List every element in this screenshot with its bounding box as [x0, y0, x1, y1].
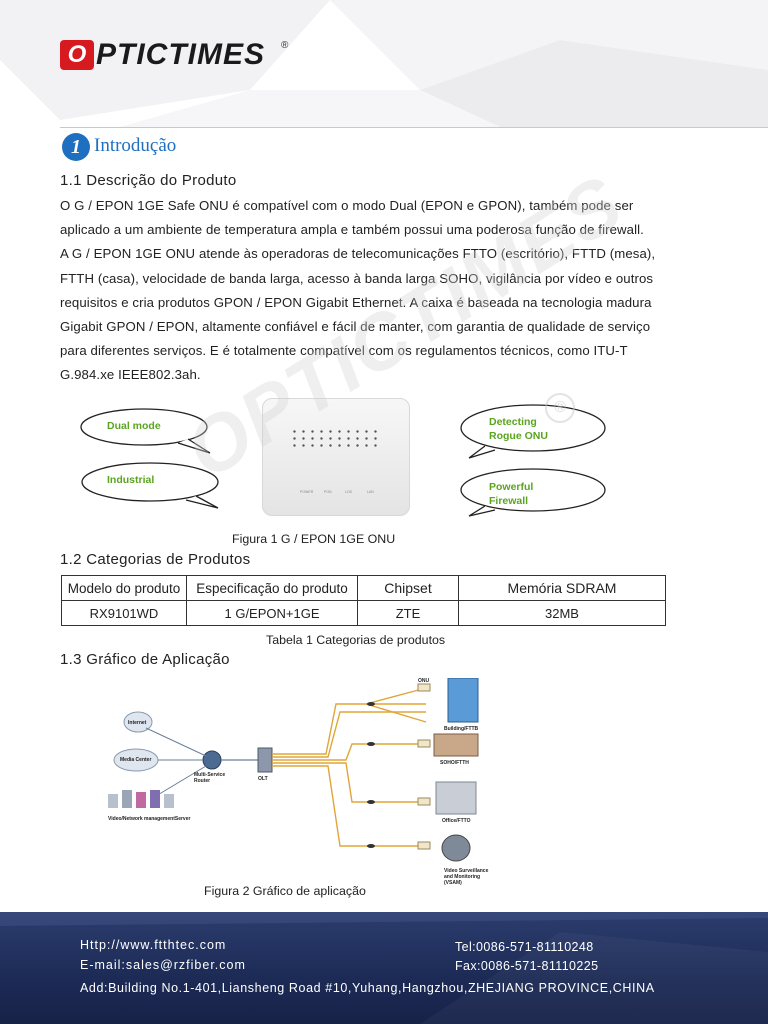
header-divider — [60, 127, 768, 128]
table-header-cell: Modelo do produto — [61, 575, 187, 601]
led-label: PON — [324, 490, 332, 494]
bubble-label-dual-mode: Dual mode — [107, 420, 161, 432]
diagram-label-building: Building/FTTB — [444, 726, 479, 732]
product-description: O G / EPON 1GE Safe ONU é compatível com… — [60, 194, 720, 388]
footer-tel: Tel:0086-571-81110248 — [455, 940, 594, 954]
table-cell: 1 G/EPON+1GE — [186, 600, 358, 626]
brand-logo: O PTICTIMES — [60, 38, 265, 72]
subsection-heading-1-2: 1.2 Categorias de Produtos — [60, 551, 250, 568]
subsection-number: 1.1 — [60, 172, 82, 189]
table-header-cell: Chipset — [357, 575, 459, 601]
subsection-heading-1-3: 1.3 Gráfico de Aplicação — [60, 651, 230, 668]
diagram-label-router: Multi-Service Router — [194, 772, 226, 784]
table-1-caption: Tabela 1 Categorias de produtos — [266, 633, 446, 647]
paragraph-line: para diferentes serviços. E é totalmente… — [60, 343, 628, 359]
figure-1-caption: Figura 1 G / EPON 1GE ONU — [232, 532, 396, 546]
watermark-registered: ® — [545, 393, 575, 423]
diagram-label-media-center: Media Center — [120, 757, 152, 763]
subsection-number: 1.2 — [60, 551, 82, 568]
subsection-title: Categorias de Produtos — [86, 551, 251, 568]
subsection-title: Descrição do Produto — [86, 172, 237, 189]
diagram-label-internet: Internet — [128, 720, 147, 726]
footer-email: E-mail:sales@rzfiber.com — [80, 958, 246, 972]
diagram-label-office: Office/FTTO — [442, 818, 471, 824]
header-background — [0, 0, 768, 127]
table-cell: ZTE — [357, 600, 459, 626]
speech-bubble-firewall — [460, 468, 606, 517]
subsection-number: 1.3 — [60, 651, 82, 668]
section-number-badge: 1 — [62, 133, 90, 161]
diagram-graphics — [108, 677, 479, 862]
logo-letter: O — [60, 40, 94, 70]
footer-address: Add:Building No.1-401,Liansheng Road #10… — [80, 981, 655, 995]
product-categories-table: Modelo do produto Especificação do produ… — [61, 575, 666, 626]
subsection-heading-1-1: 1.1 Descrição do Produto — [60, 172, 236, 189]
diagram-label-vsam: Video Surveillance and Monitoring (VSAM) — [444, 868, 489, 886]
led-label: LAN — [367, 490, 374, 494]
table-cell: 32MB — [458, 600, 666, 626]
logo-text: PTICTIMES — [96, 38, 266, 71]
speech-bubble-dual-mode — [80, 408, 211, 454]
paragraph-line: O G / EPON 1GE Safe ONU é compatível com… — [60, 198, 634, 213]
table-header-row: Modelo do produto Especificação do produ… — [61, 575, 666, 601]
onu-device-image — [262, 398, 410, 516]
diagram-label-olt: OLT — [258, 776, 268, 782]
bubble-label-industrial: Industrial — [107, 474, 155, 486]
diagram-label-server: Video/Network managementServer — [108, 816, 191, 822]
table-header-cell: Especificação do produto — [186, 575, 358, 601]
section-title: Introdução — [94, 135, 177, 156]
diagram-label-onu: ONU — [418, 678, 430, 684]
bubble-label-rogue-onu: Detecting Rogue ONU — [489, 416, 548, 442]
paragraph-line: requisitos e cria produtos GPON / EPON G… — [60, 294, 652, 310]
led-label: LOS — [345, 490, 353, 494]
table-header-cell: Memória SDRAM — [458, 575, 666, 601]
onu-vent-holes — [290, 428, 380, 448]
led-label: POWER — [300, 490, 314, 494]
registered-mark: ® — [281, 40, 289, 51]
paragraph-line: Gigabit GPON / EPON, altamente confiável… — [60, 319, 651, 335]
page-footer: Http://www.ftthtec.com E-mail:sales@rzfi… — [0, 912, 768, 1024]
paragraph-line: FTTH (casa), velocidade de banda larga, … — [60, 270, 654, 286]
paragraph-line: A G / EPON 1GE ONU atende às operadoras … — [60, 246, 656, 262]
paragraph-line: aplicado a um ambiente de temperatura am… — [60, 222, 644, 238]
table-row: RX9101WD 1 G/EPON+1GE ZTE 32MB — [61, 600, 666, 626]
paragraph-line: G.984.xe IEEE802.3ah. — [60, 367, 201, 383]
table-cell: RX9101WD — [61, 600, 187, 626]
footer-fax: Fax:0086-571-81110225 — [455, 959, 599, 973]
bubble-label-firewall: Powerful Firewall — [489, 481, 534, 506]
footer-decoration — [0, 912, 768, 1024]
footer-website: Http://www.ftthtec.com — [80, 938, 227, 952]
figure-2-caption: Figura 2 Gráfico de aplicação — [204, 884, 366, 898]
bubble-label-firewall-clip: Powerful Firewall — [489, 480, 533, 506]
application-diagram: Internet Media Center Multi-Service Rout… — [96, 677, 526, 890]
diagram-label-soho: SOHO/FTTH — [440, 760, 469, 766]
subsection-title: Gráfico de Aplicação — [86, 651, 230, 668]
speech-bubble-industrial — [81, 462, 219, 509]
